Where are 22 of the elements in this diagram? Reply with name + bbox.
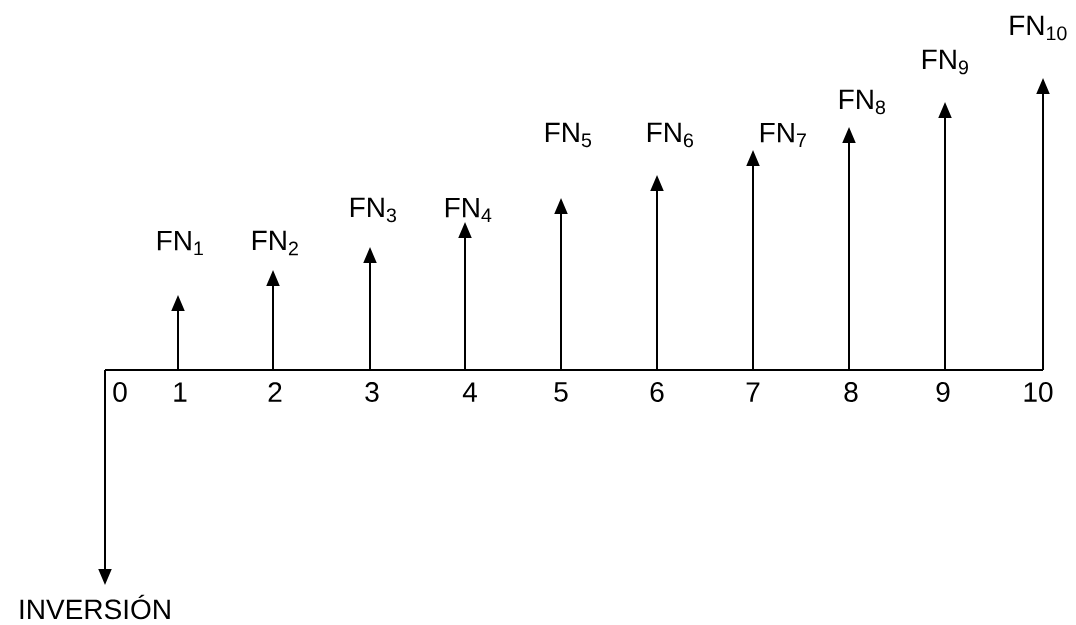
period-number: 10 [1024,382,1053,402]
period-number: 5 [554,382,568,402]
investment-label: INVERSIÓN [20,594,170,620]
cash-flow-label: FN$_{3}$ [350,197,396,223]
cash-flow-label: FN$_{6}$ [647,122,693,148]
cash-flow-label: FN$_{9}$ [922,49,968,75]
cash-flow-label: FN$_{10}$ [1010,15,1067,41]
period-number: 8 [844,382,858,402]
cash-flow-label: FN$_{7}$ [760,122,806,148]
cash-flow-label: FN$_{4}$ [445,197,492,223]
cash-flow-label: FN$_{1}$ [157,230,203,256]
period-number: 6 [650,382,664,402]
period-number: 3 [365,382,379,402]
period-number: 0 [113,382,127,402]
period-number: 9 [936,382,950,402]
cash-flow-label: FN$_{5}$ [545,122,592,148]
period-number: 1 [174,382,187,402]
cash-flow-label: FN$_{8}$ [839,89,885,115]
period-number: 7 [746,382,760,402]
cash-flow-label: FN$_{2}$ [252,230,298,256]
period-number: 4 [462,382,477,402]
period-number: 2 [268,382,282,402]
